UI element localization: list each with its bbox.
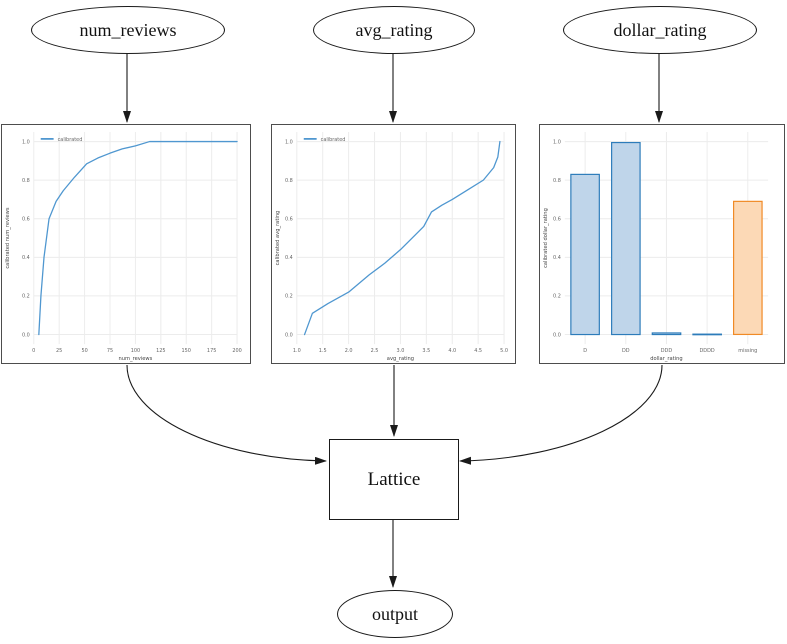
svg-text:1.5: 1.5 [319, 348, 327, 354]
avg-rating-calibration-plot: 0.0 0.2 0.4 0.6 0.8 1.0 1.0 1.5 2.0 2.5 3.0 3.5 4.0 4… [271, 124, 516, 364]
svg-text:calibrated dollar_rating: calibrated dollar_rating [543, 208, 549, 268]
node-avg-rating: avg_rating [313, 6, 475, 54]
node-dollar-rating-label: dollar_rating [613, 19, 707, 40]
svg-text:0.6: 0.6 [553, 217, 561, 223]
svg-text:0.8: 0.8 [553, 178, 561, 184]
num-reviews-calibration-chart: 0.0 0.2 0.4 0.6 0.8 1.0 0 25 50 75 100 125 150 175 200… [5, 131, 242, 362]
svg-text:DD: DD [622, 348, 630, 354]
svg-text:1.0: 1.0 [553, 139, 561, 145]
node-num-reviews-label: num_reviews [79, 19, 177, 40]
svg-text:1.0: 1.0 [285, 139, 293, 145]
svg-text:50: 50 [81, 348, 87, 354]
svg-text:0.8: 0.8 [22, 178, 30, 184]
svg-text:D: D [583, 348, 587, 354]
svg-text:0.8: 0.8 [285, 178, 293, 184]
svg-text:3.0: 3.0 [397, 348, 405, 354]
svg-text:0.6: 0.6 [22, 217, 30, 223]
svg-text:dollar_rating: dollar_rating [650, 356, 682, 362]
svg-text:missing: missing [738, 348, 757, 354]
node-lattice-label: Lattice [367, 468, 421, 490]
svg-text:25: 25 [56, 348, 62, 354]
svg-text:calibrated: calibrated [321, 137, 346, 143]
svg-text:0.2: 0.2 [285, 294, 293, 300]
edge-plot1-to-lattice [126, 364, 327, 465]
node-avg-rating-label: avg_rating [355, 19, 433, 40]
svg-text:125: 125 [156, 348, 165, 354]
node-lattice: Lattice [329, 439, 459, 520]
svg-text:num_reviews: num_reviews [119, 356, 153, 362]
svg-text:100: 100 [131, 348, 140, 354]
svg-text:calibrated: calibrated [58, 137, 83, 143]
svg-text:5.0: 5.0 [500, 348, 508, 354]
svg-text:0.0: 0.0 [285, 332, 293, 338]
edge-plot3-to-lattice [459, 364, 663, 465]
svg-text:0.2: 0.2 [22, 294, 30, 300]
svg-text:175: 175 [207, 348, 216, 354]
svg-text:0.2: 0.2 [553, 294, 561, 300]
node-num-reviews: num_reviews [31, 6, 225, 54]
svg-text:4.5: 4.5 [474, 348, 482, 354]
svg-text:3.5: 3.5 [422, 348, 430, 354]
svg-text:DDD: DDD [661, 348, 673, 354]
svg-text:150: 150 [182, 348, 191, 354]
svg-text:0.0: 0.0 [22, 332, 30, 338]
svg-text:0.4: 0.4 [285, 255, 293, 261]
svg-text:0.6: 0.6 [285, 217, 293, 223]
svg-text:DDDD: DDDD [700, 348, 715, 354]
svg-text:calibrated num_reviews: calibrated num_reviews [5, 207, 11, 269]
svg-text:2.0: 2.0 [345, 348, 353, 354]
svg-text:0.4: 0.4 [553, 255, 561, 261]
node-output-label: output [371, 603, 418, 624]
node-dollar-rating: dollar_rating [563, 6, 757, 54]
svg-text:75: 75 [107, 348, 113, 354]
svg-text:0.0: 0.0 [553, 332, 561, 338]
num-reviews-calibration-plot: 0.0 0.2 0.4 0.6 0.8 1.0 0 25 50 75 100 125 150 175 200… [1, 124, 251, 364]
avg-rating-calibration-chart: 0.0 0.2 0.4 0.6 0.8 1.0 1.0 1.5 2.0 2.5 3.0 3.5 4.0 4… [275, 131, 508, 362]
svg-text:2.5: 2.5 [371, 348, 379, 354]
svg-text:0.4: 0.4 [22, 255, 30, 261]
node-output: output [337, 590, 453, 638]
svg-text:avg_rating: avg_rating [387, 356, 414, 362]
svg-text:4.0: 4.0 [448, 348, 456, 354]
svg-text:200: 200 [232, 348, 241, 354]
svg-text:0: 0 [32, 348, 35, 354]
svg-text:calibrated avg_rating: calibrated avg_rating [275, 211, 281, 266]
svg-text:1.0: 1.0 [22, 139, 30, 145]
svg-text:1.0: 1.0 [293, 348, 301, 354]
